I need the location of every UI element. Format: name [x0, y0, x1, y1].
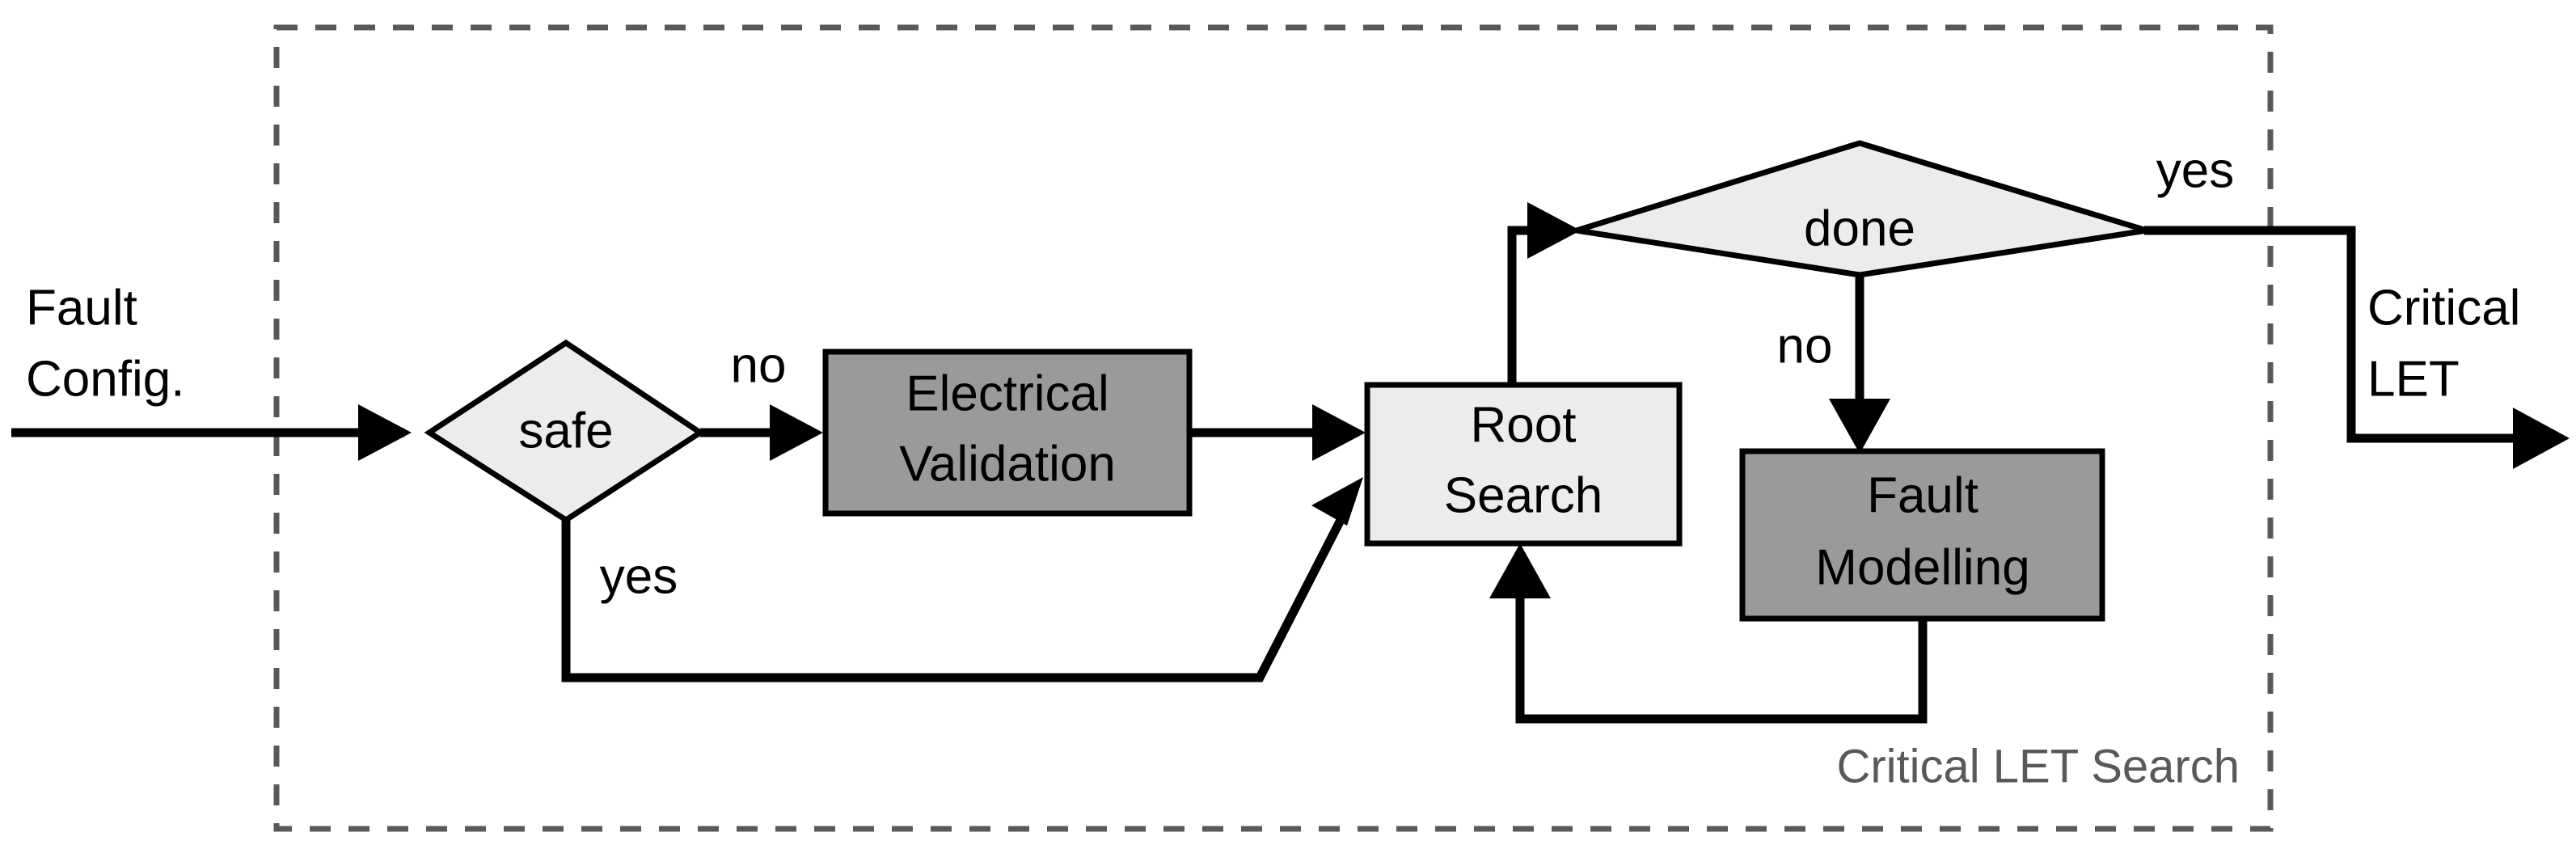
node-safe-label: safe — [518, 403, 613, 458]
edge-label-safe-no: no — [731, 337, 787, 393]
label-critical-let: Critical LET — [2367, 280, 2520, 407]
edge-fault-modelling-to-root-search — [1489, 543, 1928, 724]
edge-fault-config-to-safe — [11, 404, 412, 461]
critical-let-label-line2: LET — [2367, 351, 2460, 407]
node-fault-modelling[interactable]: Fault Modelling — [1739, 448, 2105, 622]
node-root-search-label-line2: Search — [1444, 467, 1603, 523]
fault-modelling-box-shape — [1739, 448, 2105, 622]
node-done-label: done — [1804, 201, 1915, 256]
node-electrical-validation-label-line1: Electrical — [906, 366, 1109, 421]
node-root-search-label-line1: Root — [1471, 397, 1577, 453]
group-label-critical-let-search: Critical LET Search — [1836, 740, 2240, 792]
edge-safe-yes-to-root-search — [561, 477, 1363, 682]
edge-label-done-no: no — [1777, 318, 1833, 374]
fault-config-label-line2: Config. — [26, 351, 184, 407]
electrical-validation-box-shape — [822, 349, 1193, 517]
done-diamond-shape — [1575, 140, 2148, 278]
node-fault-modelling-label-line2: Modelling — [1815, 539, 2029, 595]
fault-config-label-line1: Fault — [26, 280, 137, 336]
edge-done-no-to-fault-modelling — [1829, 273, 1890, 454]
safe-diamond-shape — [424, 339, 706, 524]
node-electrical-validation-label-line2: Validation — [899, 436, 1116, 492]
edge-done-yes-to-critical-let — [2144, 226, 2570, 469]
node-electrical-validation[interactable]: Electrical Validation — [822, 349, 1193, 517]
label-fault-config: Fault Config. — [26, 280, 184, 407]
root-search-box-shape — [1364, 382, 1683, 547]
edge-label-safe-yes: yes — [600, 548, 678, 604]
node-fault-modelling-label-line1: Fault — [1867, 467, 1978, 523]
edge-safe-no-to-electrical-validation — [700, 404, 823, 461]
node-safe[interactable]: safe — [424, 339, 706, 524]
node-root-search[interactable]: Root Search — [1364, 382, 1683, 547]
critical-let-label-line1: Critical — [2367, 280, 2520, 336]
node-done[interactable]: done — [1575, 140, 2148, 278]
edge-root-search-to-done — [1507, 202, 1581, 385]
edge-electrical-validation-to-root-search — [1189, 404, 1366, 461]
edge-label-done-yes: yes — [2156, 142, 2234, 198]
